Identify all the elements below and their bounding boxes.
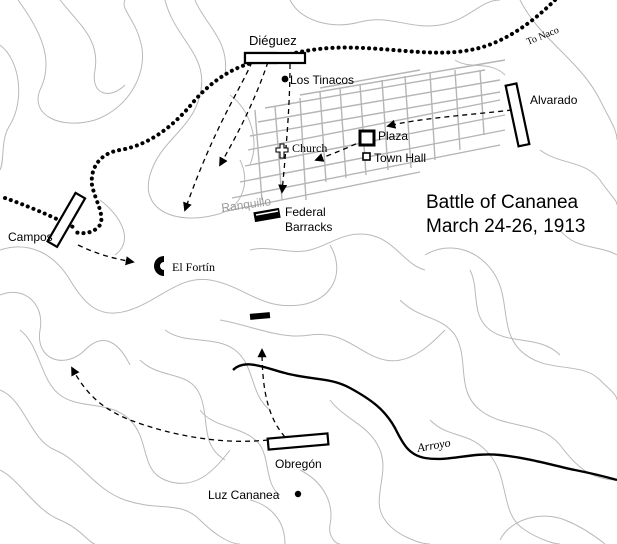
ranquillo-label: Ranquillo xyxy=(220,194,272,215)
dieguez-label: Diéguez xyxy=(249,33,297,48)
to-naco-label: To Naco xyxy=(525,25,561,48)
church-label: Church xyxy=(292,141,327,155)
el-fortin-label: El Fortín xyxy=(172,260,215,274)
barracks-label: Barracks xyxy=(285,220,332,234)
dieguez-unit-long xyxy=(243,51,307,65)
obregon-label: Obregón xyxy=(275,457,322,471)
arroyo-label: Arroyo xyxy=(415,435,451,455)
town-hall-marker xyxy=(362,152,371,161)
advance-arrows xyxy=(71,61,513,442)
railway-to-naco xyxy=(73,0,557,236)
town-street-grid xyxy=(221,59,506,213)
luz-cananea-marker xyxy=(294,490,302,498)
federal-barracks-icon xyxy=(253,207,281,223)
luz-cananea-label: Luz Cananea xyxy=(208,488,280,502)
el-fortin-icon xyxy=(154,256,164,276)
campos-unit xyxy=(46,191,87,249)
plaza-marker xyxy=(358,129,376,147)
alvarado-unit xyxy=(504,82,531,148)
outpost-marker xyxy=(249,312,271,320)
los-tinacos-label: Los Tinacos xyxy=(290,73,354,87)
campos-label: Campos xyxy=(8,230,53,244)
map-title-line2: March 24-26, 1913 xyxy=(426,216,586,237)
federal-label: Federal xyxy=(285,205,326,219)
los-tinacos-marker xyxy=(281,75,289,83)
arroyo-river xyxy=(232,363,617,482)
map-title-line1: Battle of Cananea xyxy=(426,192,579,213)
alvarado-label: Alvarado xyxy=(530,93,578,107)
church-icon xyxy=(275,143,289,159)
obregon-unit xyxy=(266,432,330,451)
plaza-label: Plaza xyxy=(378,129,408,143)
town-hall-label: Town Hall xyxy=(374,151,426,165)
